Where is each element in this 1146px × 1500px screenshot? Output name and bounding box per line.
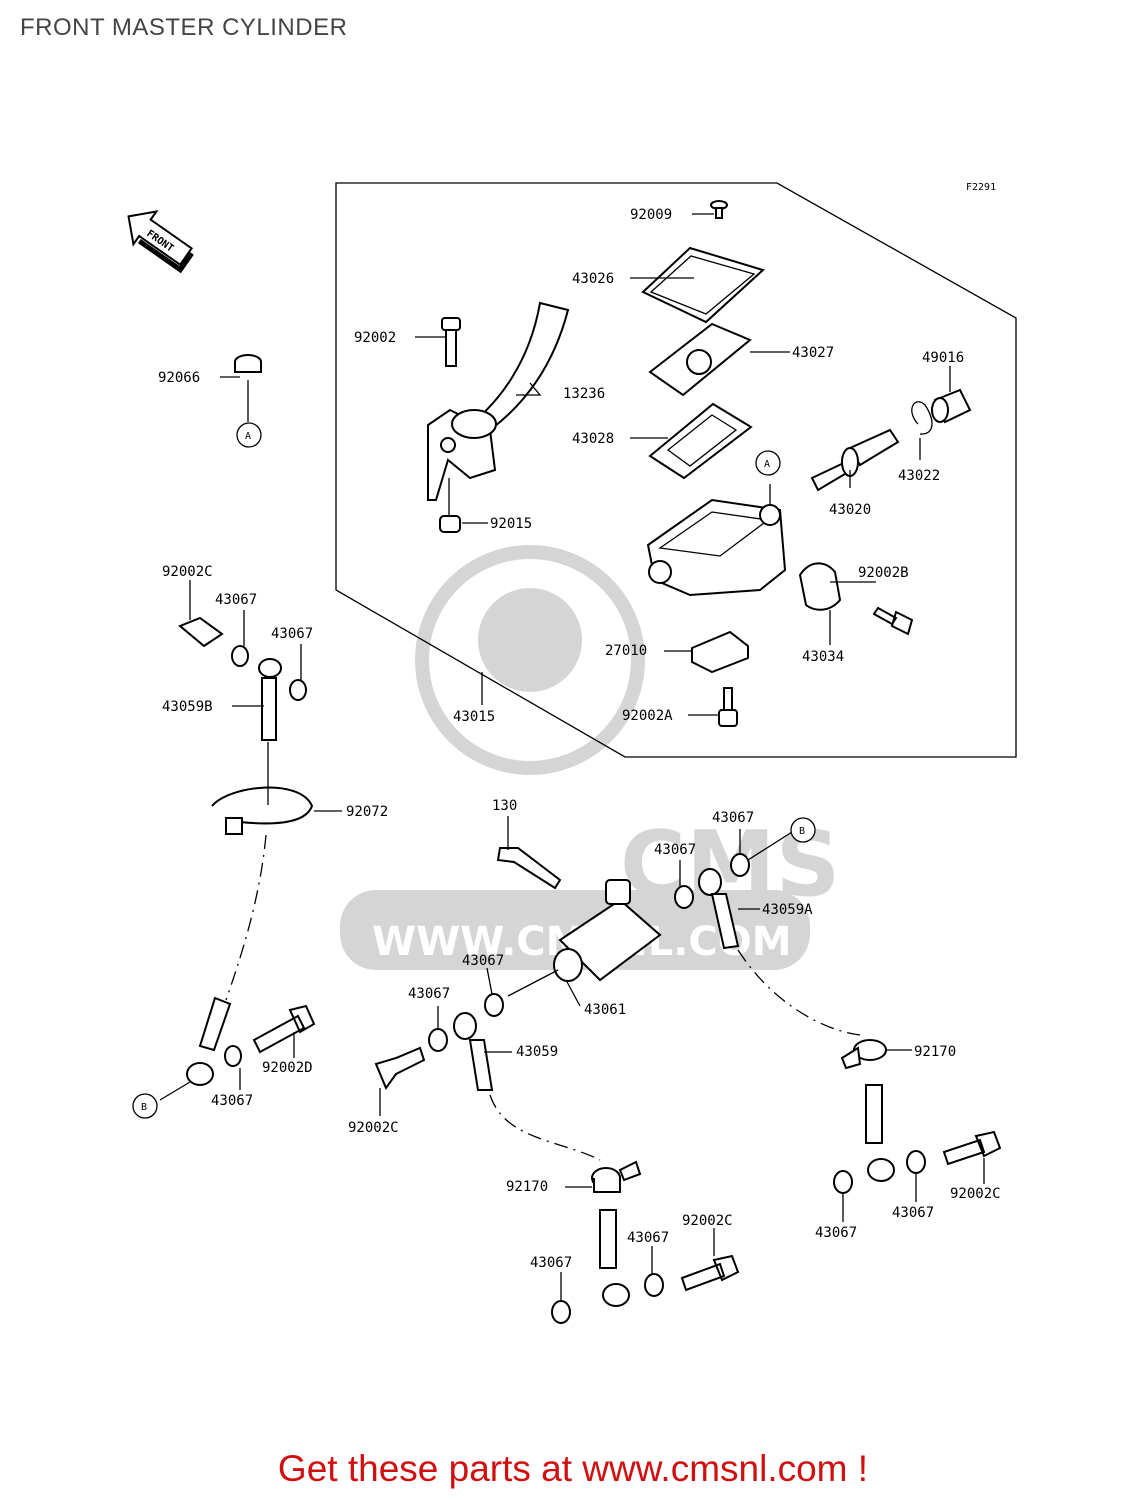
part-label-92066[interactable]: 92066 — [158, 370, 200, 386]
part-label-92072[interactable]: 92072 — [346, 804, 388, 820]
washer-center-a — [674, 885, 694, 909]
leader-lines — [159, 213, 985, 1300]
part-label-92002c-1[interactable]: 92002C — [162, 564, 213, 580]
part-label-92015[interactable]: 92015 — [490, 516, 532, 532]
part-label-43027[interactable]: 43027 — [792, 345, 834, 361]
brake-hose-lower-center — [599, 1209, 630, 1307]
part-label-43059b[interactable]: 43059B — [162, 699, 213, 715]
part-label-43067-7[interactable]: 43067 — [211, 1093, 253, 1109]
brake-hose-left-lower — [186, 996, 232, 1086]
bolt-92002b — [872, 606, 914, 636]
svg-text:B: B — [141, 1102, 147, 1113]
part-label-43067-10[interactable]: 43067 — [627, 1230, 669, 1246]
part-label-43067-3[interactable]: 43067 — [712, 810, 754, 826]
brake-hose-lower-right — [865, 1084, 895, 1182]
screw-92009 — [710, 200, 728, 219]
part-label-92002c-3[interactable]: 92002C — [950, 1186, 1001, 1202]
bolt-92002c-lower — [680, 1254, 740, 1292]
part-label-92002a[interactable]: 92002A — [622, 708, 673, 724]
screw-92002a — [718, 687, 738, 727]
part-label-27010[interactable]: 27010 — [605, 643, 647, 659]
callout-b-top: B — [790, 817, 816, 843]
page-title: FRONT MASTER CYLINDER — [20, 14, 348, 41]
bolt-92002d — [252, 1004, 316, 1054]
nut-92015 — [439, 515, 461, 533]
pivot-bolt-92002 — [441, 317, 461, 367]
part-label-92002d[interactable]: 92002D — [262, 1060, 313, 1076]
part-label-92170-1[interactable]: 92170 — [914, 1044, 956, 1060]
assembly-boundary — [335, 182, 1017, 758]
washer-center-b — [730, 853, 750, 877]
hose-joint-92170-right — [840, 1039, 887, 1070]
switch-27010 — [691, 630, 749, 674]
part-label-13236[interactable]: 13236 — [563, 386, 605, 402]
part-label-43020[interactable]: 43020 — [829, 502, 871, 518]
washer-center-d — [428, 1028, 448, 1052]
part-label-92002b[interactable]: 92002B — [858, 565, 909, 581]
brake-lever-13236 — [427, 301, 570, 501]
reservoir-cap-43026 — [641, 246, 765, 324]
part-label-49016[interactable]: 49016 — [922, 350, 964, 366]
washer-upper-right — [289, 679, 307, 701]
part-label-92002c-2[interactable]: 92002C — [348, 1120, 399, 1136]
figure-code: F2291 — [966, 182, 996, 193]
part-label-43067-2[interactable]: 43067 — [271, 626, 313, 642]
part-label-92009[interactable]: 92009 — [630, 207, 672, 223]
part-label-92002[interactable]: 92002 — [354, 330, 396, 346]
washer-lower-right-a — [833, 1170, 853, 1194]
dust-boot-49016 — [931, 388, 972, 424]
part-label-43067-4[interactable]: 43067 — [654, 842, 696, 858]
svg-text:A: A — [764, 459, 770, 470]
part-label-43022[interactable]: 43022 — [898, 468, 940, 484]
part-label-43067-5[interactable]: 43067 — [462, 953, 504, 969]
diaphragm-43028 — [648, 402, 753, 480]
cap-92066 — [234, 354, 262, 373]
callout-a-top: A — [236, 422, 262, 448]
bolt-130 — [496, 847, 562, 890]
clamp-43034 — [798, 562, 842, 611]
washer-lower-right-b — [906, 1150, 926, 1174]
part-label-92002c-4[interactable]: 92002C — [682, 1213, 733, 1229]
washer-center-c — [484, 993, 504, 1017]
hose-clamp-92072 — [211, 786, 314, 835]
parts-diagram: CMS WWW.CMSNL.COM F2291 FRONT — [127, 182, 1017, 1324]
washer-lower-center-a — [551, 1300, 571, 1324]
joint-43061 — [553, 879, 662, 982]
banjo-bolt-92002c-upper — [178, 616, 224, 648]
footer-cta-link[interactable]: Get these parts at www.cmsnl.com ! — [277, 1448, 869, 1489]
svg-text:A: A — [245, 431, 251, 442]
part-label-43067-1[interactable]: 43067 — [215, 592, 257, 608]
washer-upper-left — [231, 645, 249, 667]
washer-lower-center-b — [644, 1273, 664, 1297]
part-label-43028[interactable]: 43028 — [572, 431, 614, 447]
front-arrow-icon: FRONT — [127, 210, 194, 274]
part-label-92170-2[interactable]: 92170 — [506, 1179, 548, 1195]
part-label-43026[interactable]: 43026 — [572, 271, 614, 287]
master-cylinder-body — [646, 498, 787, 597]
part-label-43015[interactable]: 43015 — [453, 709, 495, 725]
part-label-43067-11[interactable]: 43067 — [530, 1255, 572, 1271]
banjo-fitting-43059 — [453, 1012, 494, 1091]
part-label-43034[interactable]: 43034 — [802, 649, 844, 665]
circlip-43022 — [911, 401, 933, 435]
part-label-43067-9[interactable]: 43067 — [815, 1225, 857, 1241]
part-label-130[interactable]: 130 — [492, 798, 517, 814]
bolt-92002c-right — [942, 1130, 1002, 1166]
svg-text:B: B — [799, 826, 805, 837]
piston-43020 — [810, 428, 900, 492]
banjo-fitting-43059b — [258, 658, 282, 741]
part-label-43059a[interactable]: 43059A — [762, 902, 813, 918]
part-label-43067-6[interactable]: 43067 — [408, 986, 450, 1002]
part-label-43059[interactable]: 43059 — [516, 1044, 558, 1060]
hose-joint-92170-lower — [591, 1160, 642, 1193]
part-label-43061[interactable]: 43061 — [584, 1002, 626, 1018]
callout-a-right: A — [755, 450, 781, 476]
bolt-92002c-center — [374, 1046, 426, 1091]
banjo-fitting-43059a — [698, 868, 740, 950]
part-label-43067-8[interactable]: 43067 — [892, 1205, 934, 1221]
callout-b-bottom: B — [132, 1093, 158, 1119]
washer-lower-left — [224, 1045, 242, 1067]
